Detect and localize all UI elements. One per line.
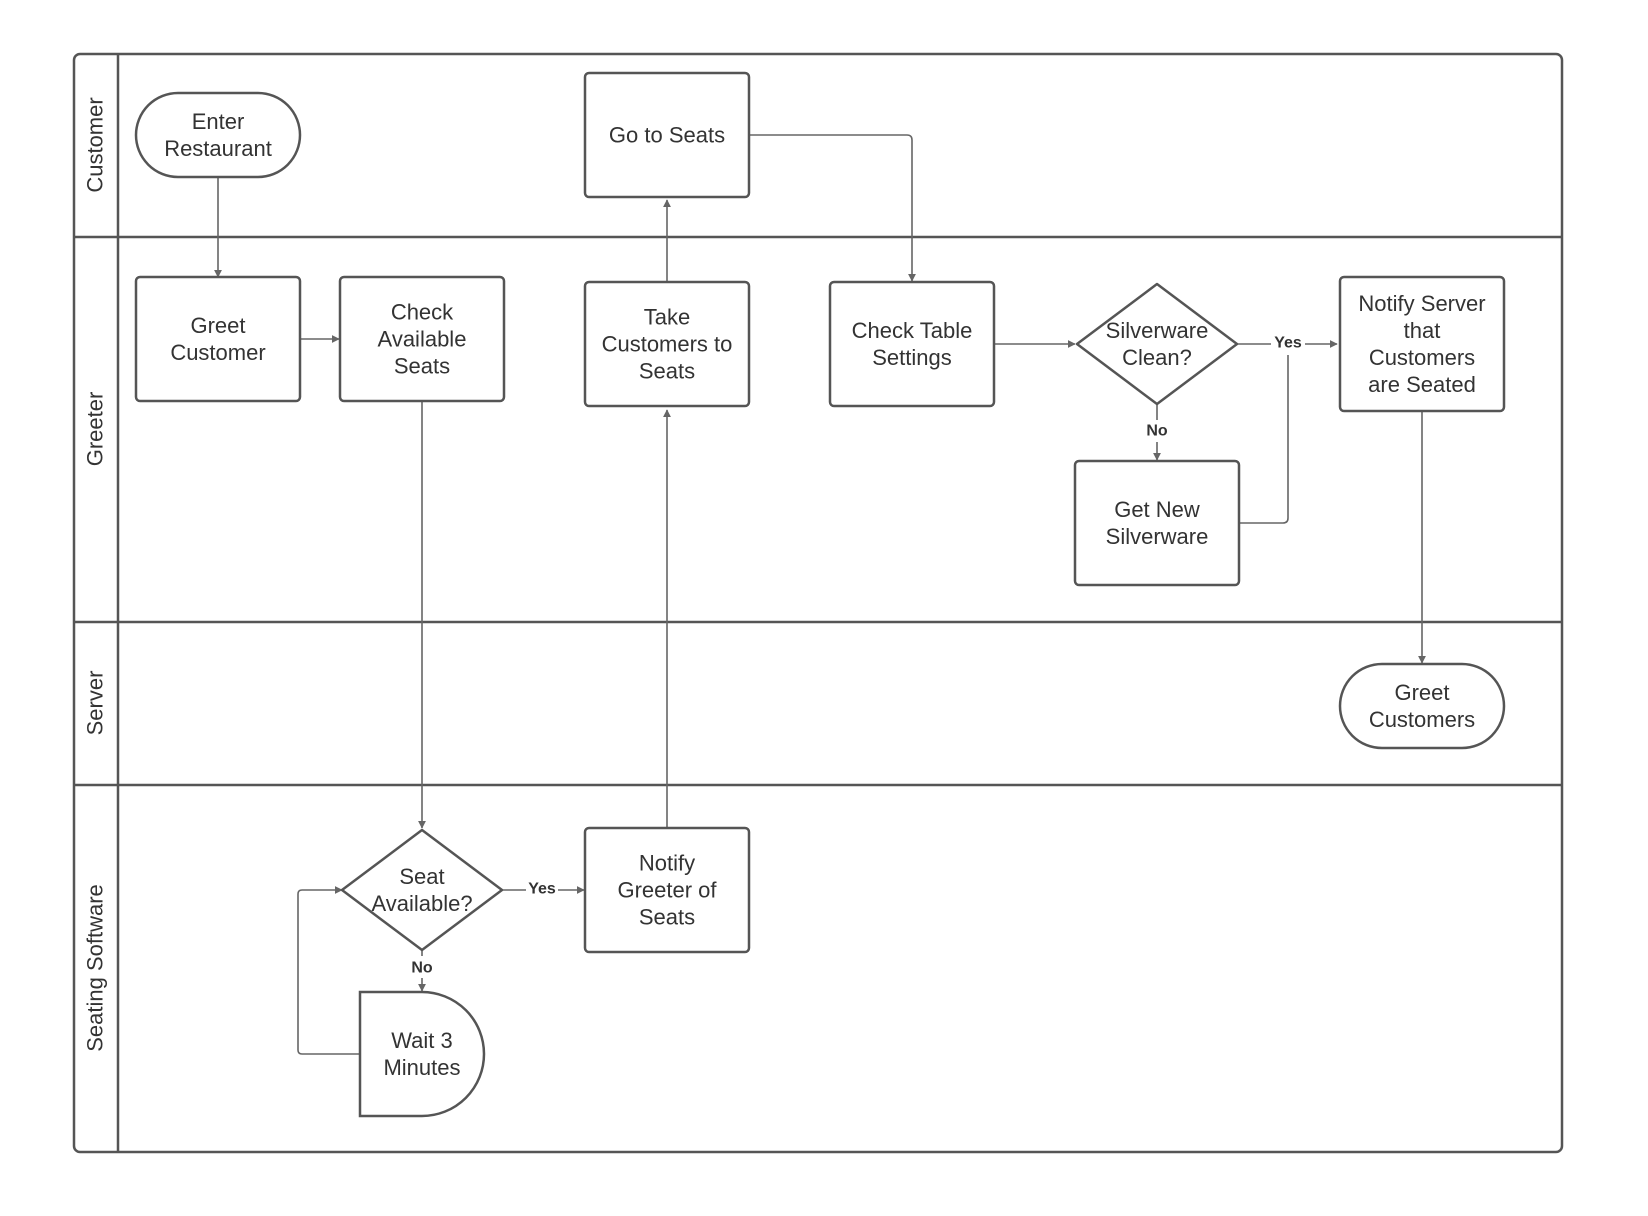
process-box bbox=[828, 280, 996, 408]
decision-diamond bbox=[1075, 282, 1239, 406]
edge-go-to-seats-to-check-table bbox=[749, 134, 916, 282]
lane-seating-software: Seating Software bbox=[83, 884, 108, 1052]
node-label-line: Go to Seats bbox=[609, 123, 725, 148]
process-box bbox=[583, 280, 751, 408]
node-label-line: Clean? bbox=[1122, 345, 1192, 370]
edge-label-bg bbox=[1141, 420, 1173, 442]
edge-label-yes: Yes bbox=[528, 881, 556, 898]
node-label-line: Available? bbox=[371, 891, 472, 916]
edge-label-no: No bbox=[1146, 423, 1168, 440]
node-label-line: Get New bbox=[1114, 497, 1200, 522]
lane-label-server: Server bbox=[83, 671, 108, 736]
node-label-line: that bbox=[1404, 318, 1441, 343]
node-label-line: Customers bbox=[1369, 345, 1475, 370]
node-label-line: Notify bbox=[639, 851, 695, 876]
process-box bbox=[583, 826, 751, 954]
node-label-line: Seat bbox=[399, 864, 444, 889]
node-label-line: Greet bbox=[1394, 680, 1449, 705]
edges: Yes No Yes No bbox=[214, 134, 1426, 1055]
edge-label-bg bbox=[406, 956, 438, 978]
edge-label-bg bbox=[526, 878, 558, 900]
node-label-line: Minutes bbox=[383, 1055, 460, 1080]
node-label-line: Customers to bbox=[602, 332, 733, 357]
lane-label-customer: Customer bbox=[83, 97, 108, 192]
node-label-line: Silverware bbox=[1106, 318, 1209, 343]
node-label-line: Greeter of bbox=[617, 878, 717, 903]
edge-label-bg bbox=[1271, 332, 1305, 354]
lane-customer: Customer bbox=[83, 97, 108, 192]
process-box bbox=[1338, 275, 1506, 413]
node-label-line: Take bbox=[644, 305, 690, 330]
process-box bbox=[1073, 459, 1241, 587]
node-label-line: Silverware bbox=[1106, 524, 1209, 549]
terminal-shape bbox=[1338, 662, 1506, 750]
process-box bbox=[134, 275, 302, 403]
node-label-line: Seats bbox=[639, 359, 695, 384]
terminal-shape bbox=[134, 91, 302, 179]
edge-get-new-to-notify-server bbox=[1239, 355, 1289, 524]
node-label-line: Check Table bbox=[852, 318, 973, 343]
lane-label-seating-software: Seating Software bbox=[83, 884, 108, 1052]
delay-shape bbox=[358, 990, 486, 1118]
lane-label-greeter: Greeter bbox=[83, 392, 108, 467]
node-label-line: Enter bbox=[192, 109, 245, 134]
edge-label-no: No bbox=[411, 960, 433, 977]
node-label-line: Customers bbox=[1369, 707, 1475, 732]
node-label-line: are Seated bbox=[1368, 372, 1476, 397]
node-label-line: Check bbox=[391, 300, 454, 325]
node-label-line: Restaurant bbox=[164, 136, 272, 161]
node-label-line: Seats bbox=[639, 905, 695, 930]
node-go-to-seats: Go to Seats bbox=[583, 71, 751, 199]
node-label-line: Notify Server bbox=[1358, 291, 1485, 316]
edge-wait-loop-back bbox=[297, 886, 361, 1055]
node-label-line: Wait 3 bbox=[391, 1028, 453, 1053]
node-label-line: Available bbox=[378, 327, 467, 352]
decision-diamond bbox=[340, 828, 504, 952]
process-box bbox=[338, 275, 506, 403]
pool-frame bbox=[72, 52, 1564, 1154]
lane-server: Server bbox=[83, 671, 108, 736]
process-box bbox=[583, 71, 751, 199]
lane-greeter: Greeter bbox=[83, 392, 108, 467]
node-label-line: Greet bbox=[190, 313, 245, 338]
node-label-line: Seats bbox=[394, 354, 450, 379]
node-label-line: Settings bbox=[872, 345, 952, 370]
node-label-line: Customer bbox=[170, 340, 265, 365]
edge-label-yes: Yes bbox=[1274, 335, 1302, 352]
